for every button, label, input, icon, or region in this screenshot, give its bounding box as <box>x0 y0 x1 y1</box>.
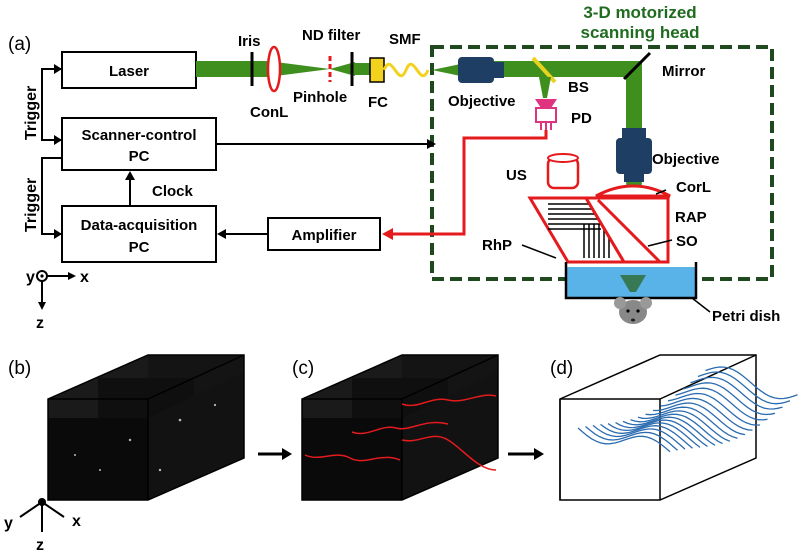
surface-line <box>645 406 738 439</box>
clock-label: Clock <box>152 183 194 200</box>
condenser-lens <box>266 45 282 93</box>
surface-line <box>577 427 671 453</box>
panel-d-cube <box>559 354 798 501</box>
surface-line <box>585 425 678 451</box>
objective-right-label: Objective <box>652 151 720 168</box>
mirror <box>622 51 652 81</box>
scanner-pc-label-2: PC <box>129 148 150 165</box>
trigger-label-bottom: Trigger <box>23 178 40 232</box>
trigger-label-top: Trigger <box>23 86 40 140</box>
surface-line <box>705 366 798 400</box>
scanner-pc-box <box>61 117 217 171</box>
surface-line <box>600 423 693 449</box>
surface-line <box>622 416 716 446</box>
mouse-icon <box>614 297 652 324</box>
us-label: US <box>506 167 527 184</box>
surface-line <box>690 376 783 410</box>
trigger-lines <box>41 68 62 235</box>
so-label: SO <box>676 233 698 250</box>
pinhole-label: Pinhole <box>293 89 347 106</box>
corl-label: CorL <box>676 179 711 196</box>
panel-a-label: (a) <box>8 34 31 55</box>
surface-line <box>667 392 761 426</box>
daq-pc-box <box>61 205 217 263</box>
iris-label: Iris <box>238 33 261 50</box>
laser-label: Laser <box>109 63 149 80</box>
photodiode <box>535 99 557 130</box>
objective-top-label: Objective <box>448 93 516 110</box>
axes-bottom <box>19 498 65 532</box>
surface-line <box>630 413 723 445</box>
axis-x-top: x <box>80 269 89 286</box>
scanning-head-title-1: 3-D motorized <box>583 3 696 22</box>
panel-c-cube <box>301 354 499 501</box>
surface-line <box>682 382 776 416</box>
ultrasound-transducer <box>546 153 580 190</box>
surface-line <box>653 402 746 436</box>
fc-label: FC <box>368 94 388 111</box>
surface-line <box>592 424 686 450</box>
pd-signal-line <box>392 130 548 236</box>
rhp-label: RhP <box>482 237 512 254</box>
mirror-label: Mirror <box>662 63 706 80</box>
axis-z-bottom: z <box>36 537 44 554</box>
panel-b-cube <box>47 354 245 501</box>
surface-line <box>697 371 791 405</box>
objective-horizontal <box>458 57 504 83</box>
petri-dish <box>564 262 698 300</box>
axis-y-bottom: y <box>4 515 13 532</box>
bs-label: BS <box>568 79 589 96</box>
surface-line <box>660 397 753 431</box>
correction-lens <box>595 184 671 198</box>
axis-y-top: y <box>26 269 35 286</box>
scanner-pc-label-1: Scanner-control <box>81 127 196 144</box>
rap-label: RAP <box>675 209 707 226</box>
smf-label: SMF <box>389 31 421 48</box>
petri-dish-label: Petri dish <box>712 308 780 325</box>
panel-c-label: (c) <box>292 358 314 379</box>
surface-line <box>675 387 768 421</box>
surface-line <box>615 419 708 448</box>
daq-pc-label-2: PC <box>129 239 150 256</box>
panel-d-label: (d) <box>550 358 573 379</box>
objective-vertical <box>616 128 652 182</box>
scanning-head-title-2: scanning head <box>580 23 699 42</box>
panel-b-label: (b) <box>8 358 31 379</box>
pd-label: PD <box>571 110 592 127</box>
single-mode-fiber <box>382 62 430 78</box>
daq-pc-label-1: Data-acquisition <box>81 217 198 234</box>
surface-line <box>637 410 731 442</box>
axes-top <box>36 270 76 310</box>
axis-x-bottom: x <box>72 513 81 530</box>
axis-z-top: z <box>36 315 44 332</box>
laser-box <box>61 51 197 89</box>
acoustic-wave-lines-v <box>583 224 610 258</box>
amplifier-label: Amplifier <box>291 227 356 244</box>
conl-label: ConL <box>250 104 288 121</box>
surface-line <box>607 422 701 448</box>
beam-splitter <box>531 56 557 84</box>
acoustic-wave-lines-h <box>548 203 601 230</box>
nd-filter-label: ND filter <box>302 27 361 44</box>
fiber-coupler <box>369 57 385 83</box>
